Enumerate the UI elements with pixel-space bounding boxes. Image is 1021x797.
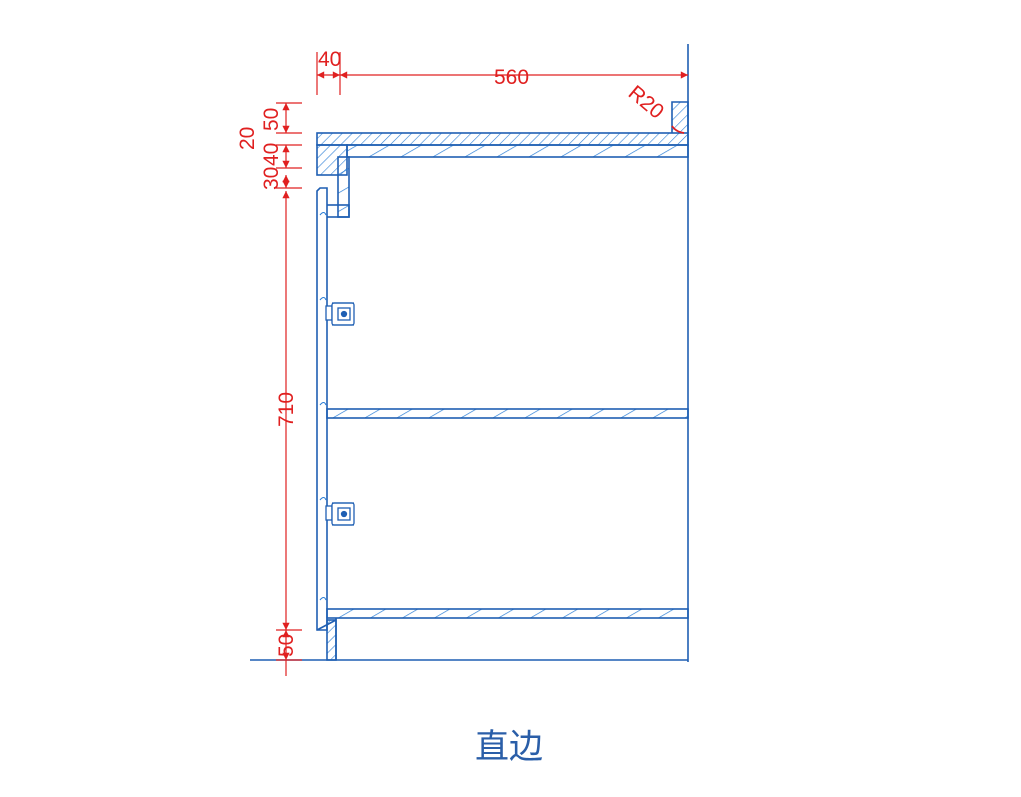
- dim-side-thickness: 40: [318, 48, 341, 71]
- countertop: [316, 132, 689, 146]
- kick-top-line: [316, 619, 337, 631]
- dim-top-thickness: 20: [236, 127, 259, 150]
- toe-kick: [326, 619, 337, 661]
- cabinet-structure: [250, 44, 689, 662]
- dim-door-height: 710: [275, 392, 298, 427]
- sub-top-panel: [346, 144, 689, 158]
- concealed-hinge-icon: [325, 502, 355, 526]
- door-grain: [319, 211, 327, 601]
- bottom-panel: [326, 608, 689, 619]
- dim-apron-40: 40: [260, 143, 283, 166]
- dim-toe-kick: 50: [275, 634, 298, 657]
- dim-top-gap: 50: [260, 108, 283, 131]
- door-panel: [316, 187, 328, 631]
- middle-shelf: [326, 408, 689, 419]
- drawing-caption: 直边: [475, 727, 543, 767]
- apron-strip: [337, 156, 350, 218]
- concealed-hinge-icon: [325, 302, 355, 326]
- dim-apron-30: 30: [260, 167, 283, 190]
- dim-radius: R20: [624, 81, 668, 123]
- dim-depth: 560: [494, 66, 529, 89]
- dimension-lines: [276, 52, 688, 676]
- backsplash-lip: [671, 101, 689, 133]
- radius-marker: [671, 125, 685, 134]
